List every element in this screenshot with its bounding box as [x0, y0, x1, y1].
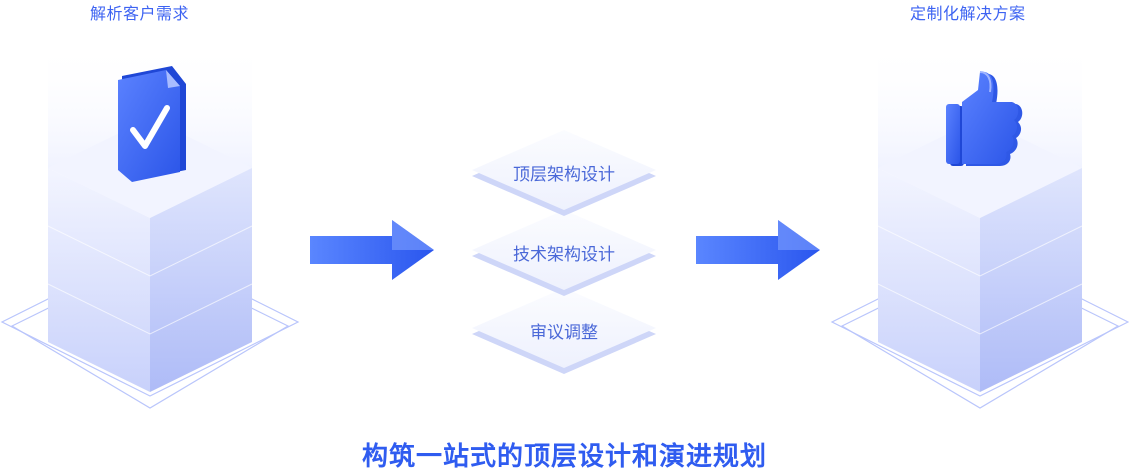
thumbs-up-icon — [946, 71, 1023, 166]
diagram-caption: 构筑一站式的顶层设计和演进规划 — [361, 442, 767, 472]
stack-diamond-3 — [472, 288, 656, 374]
arrow-center-to-right — [696, 220, 820, 280]
check-document-icon — [118, 66, 186, 182]
stack-item-3-label: 审议调整 — [530, 323, 598, 343]
stack-diamond-1 — [472, 130, 656, 216]
stack-diamond-2 — [472, 210, 656, 296]
arrow-left-to-center — [310, 220, 434, 280]
stack-item-1-label: 顶层架构设计 — [513, 165, 615, 185]
right-tower — [830, 40, 1129, 409]
center-stack — [472, 130, 656, 374]
left-label: 解析客户需求 — [90, 4, 190, 23]
right-label: 定制化解决方案 — [910, 4, 1026, 23]
stack-item-2-label: 技术架构设计 — [513, 245, 615, 265]
